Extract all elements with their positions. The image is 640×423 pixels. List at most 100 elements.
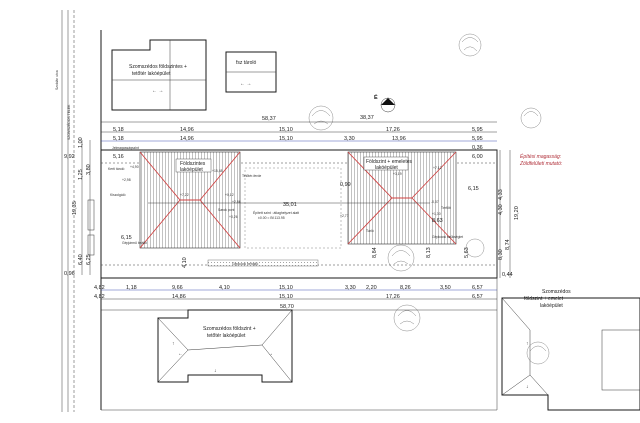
arrow-left-right-icon-2: ← → <box>240 81 251 87</box>
house-left-label-1: Földszintes <box>180 161 206 167</box>
arrow-left-icon: ← <box>178 351 183 357</box>
small-label-6: Tárló <box>366 229 374 233</box>
dim-top-overall: 58,37 <box>262 116 276 122</box>
dim-inner-2: 8,84 <box>372 247 378 258</box>
car-right-label: Gépkocsi szükséglet <box>432 235 463 239</box>
neighbor-nw-label-2: tetőtér lakóépület <box>132 71 171 77</box>
dim-bot-r1-8: 8,26 <box>400 285 411 291</box>
tree-icon <box>308 105 334 131</box>
dim-bot-overall: 58,70 <box>280 304 294 310</box>
dim-left-3: 3,80 <box>86 164 92 175</box>
dim-bot-r1-4: 4,10 <box>219 285 230 291</box>
level-10: +0,26 <box>229 215 238 219</box>
neighbor-se-label-3: lakóépület <box>540 303 563 309</box>
north-label: É <box>374 93 378 101</box>
dim-left-2: 1,00 <box>78 137 84 148</box>
dim-left-6: 6,40 <box>78 254 84 265</box>
level-markers: +4,90 +2,98 +7,22 +0,12 +15,48 +3,19 +7,… <box>108 146 451 233</box>
dim-right-2: 4,30 <box>498 204 504 215</box>
dim-top-r1-c: 15,10 <box>279 127 293 133</box>
dim-left-8: 0,96 <box>64 271 75 277</box>
driveway-label: Gépkocsi behajtó <box>232 262 258 266</box>
dim-inner-1: 6,15 <box>121 235 132 241</box>
level-5: +15,48 <box>212 169 223 173</box>
dim-left-7: 6,25 <box>86 254 92 265</box>
small-label-1: Kerti tároló <box>108 167 125 171</box>
dim-bot-r2-5: 6,57 <box>472 294 483 300</box>
dims-right: 6,15 4,30 4,33 8,74 19,20 8,30 0,44 Épít… <box>468 150 563 278</box>
tree-icon <box>458 33 482 57</box>
center-note-2: ±0.00 = Bf.113.95 <box>258 216 285 220</box>
small-label-2: Kiszolgáló <box>110 193 126 197</box>
dim-right-1: 6,15 <box>468 186 479 192</box>
arrow-up-icon: ↑ <box>172 341 175 347</box>
dim-inner-6: 5,63 <box>464 247 470 258</box>
dim-top-r2-d: 3,30 <box>344 136 355 142</box>
dim-bot-r2-2: 14,86 <box>172 294 186 300</box>
dim-top-r1-e: 5,95 <box>472 127 483 133</box>
street-lines: Szoldán utca SZOMSZÉDOS TELEK <box>55 10 102 412</box>
dim-top-r2-f: 5,95 <box>472 136 483 142</box>
center-note-1: Épített szint : átlaghelyzet alatt <box>253 210 299 215</box>
neighbor-se-building: Szomszédos földszint + emelet lakóépület… <box>501 289 640 411</box>
level-7: +7,12 <box>433 166 442 170</box>
right-note-2: Zöldfelületi mutató: <box>519 161 563 167</box>
street-name-label: Szoldán utca <box>55 70 59 90</box>
arrow-down-icon: ↓ <box>214 368 217 374</box>
dim-bot-r1-3: 9,66 <box>172 285 183 291</box>
tree-icon <box>387 244 415 272</box>
dim-right-6: 8,30 <box>498 249 504 260</box>
dims-left: 9,92 1,00 3,80 1,25 19,35 6,40 6,25 0,96 <box>64 137 95 277</box>
right-note-1: Építési magasság: <box>520 153 562 160</box>
trees <box>308 33 550 365</box>
dims-bottom: 4,82 1,18 9,66 4,10 15,10 3,30 2,20 8,26… <box>94 285 497 311</box>
dim-left-1: 9,92 <box>64 154 75 160</box>
dim-top-overall-right: 38,37 <box>360 115 374 121</box>
dim-bot-r1-10: 6,57 <box>472 285 483 291</box>
neighbor-se-label-1: Szomszédos <box>542 289 571 295</box>
dim-inner-b: 6,00 <box>472 154 483 160</box>
dim-bot-r1-5: 15,10 <box>279 285 293 291</box>
level-12: +2,77 <box>340 214 349 218</box>
level-4: +0,12 <box>225 193 234 197</box>
tree-icon <box>526 341 550 365</box>
dim-right-7: 0,44 <box>502 272 513 278</box>
arrow-up-icon-se: ↑ <box>526 341 529 347</box>
dim-top-r2-b: 14,96 <box>180 136 194 142</box>
dim-inner-c: 0,36 <box>472 145 483 151</box>
parking-label: Gépjármű beálló <box>122 241 147 245</box>
dim-right-3: 4,33 <box>498 189 504 200</box>
dim-inner-4: 4,10 <box>182 257 188 268</box>
dim-bot-r1-2: 1,18 <box>126 285 137 291</box>
dim-bot-r1-7: 2,20 <box>366 285 377 291</box>
dim-left-4: 1,25 <box>78 169 84 180</box>
dims-top: 58,37 38,37 5,18 14,96 15,10 17,26 5,95 … <box>101 115 497 160</box>
small-label-5: Sarok pont <box>218 208 234 212</box>
dim-top-r1-d: 17,26 <box>386 127 400 133</box>
dim-left-5: 19,35 <box>72 201 78 215</box>
level-2: +2,98 <box>122 178 131 182</box>
house-left: Földszintes lakóépület <box>139 151 241 249</box>
dim-inner-7: 0,99 <box>340 182 351 188</box>
tree-icon <box>393 304 421 332</box>
dim-inner-a: 5,16 <box>113 154 124 160</box>
left-neighbor-label: SZOMSZÉDOS TELEK <box>66 104 71 140</box>
arrow-right-icon: → <box>268 351 273 357</box>
small-label-4: Jelmagasságszint <box>112 146 139 150</box>
house-right-label-1: Földszint + emeletes <box>366 159 412 165</box>
dim-bot-r2-1: 4,82 <box>94 294 105 300</box>
dim-top-r2-e: 13,96 <box>392 136 406 142</box>
neighbor-se-label-2: földszint + emelet <box>524 296 564 302</box>
house-left-label-2: lakóépület <box>180 167 203 173</box>
dim-bot-r2-4: 17,26 <box>386 294 400 300</box>
level-6: +3,19 <box>393 172 402 176</box>
neighbor-nw-label-1: Szomszédos földszintes + <box>129 64 187 70</box>
level-1: +4,90 <box>130 165 139 169</box>
dim-bot-r1-9: 3,50 <box>440 285 451 291</box>
dims-inner: 6,15 8,84 8,13 4,10 8,63 5,63 0,99 <box>121 182 470 268</box>
level-3: +7,22 <box>180 193 189 197</box>
dim-top-r2-a: 5,18 <box>113 136 124 142</box>
tree-icon <box>465 238 485 258</box>
level-8: -0,07 <box>431 200 439 204</box>
